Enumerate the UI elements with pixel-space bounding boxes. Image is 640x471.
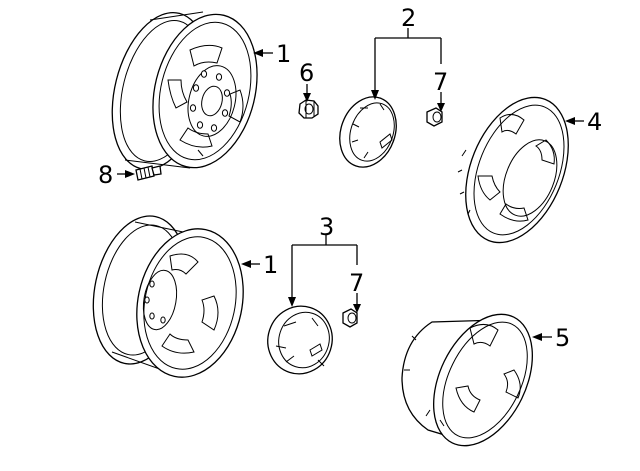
callout-8: 8 (98, 161, 113, 189)
callout-7-upper: 7 (433, 68, 448, 96)
callout-1-lower: 1 (263, 251, 278, 279)
wheel-cover-upper (457, 96, 569, 244)
callout-6: 6 (299, 59, 314, 87)
callout-2: 2 (401, 4, 416, 32)
nut-cap-lower (342, 308, 358, 328)
callout-3: 3 (319, 213, 334, 241)
nut-cap-upper (426, 107, 443, 127)
center-cap-upper (339, 96, 397, 168)
valve-stem (135, 165, 162, 181)
callout-5: 5 (555, 324, 570, 352)
callout-1-upper: 1 (276, 40, 291, 68)
center-cap-lower (267, 305, 333, 375)
wheel-cover-lower (401, 313, 533, 447)
wheel-upper (111, 11, 258, 171)
callout-4: 4 (587, 108, 602, 136)
wheel-lower (92, 215, 244, 378)
callout-leaders (117, 28, 584, 341)
callout-7-lower: 7 (349, 269, 364, 297)
lug-nut (298, 99, 319, 119)
